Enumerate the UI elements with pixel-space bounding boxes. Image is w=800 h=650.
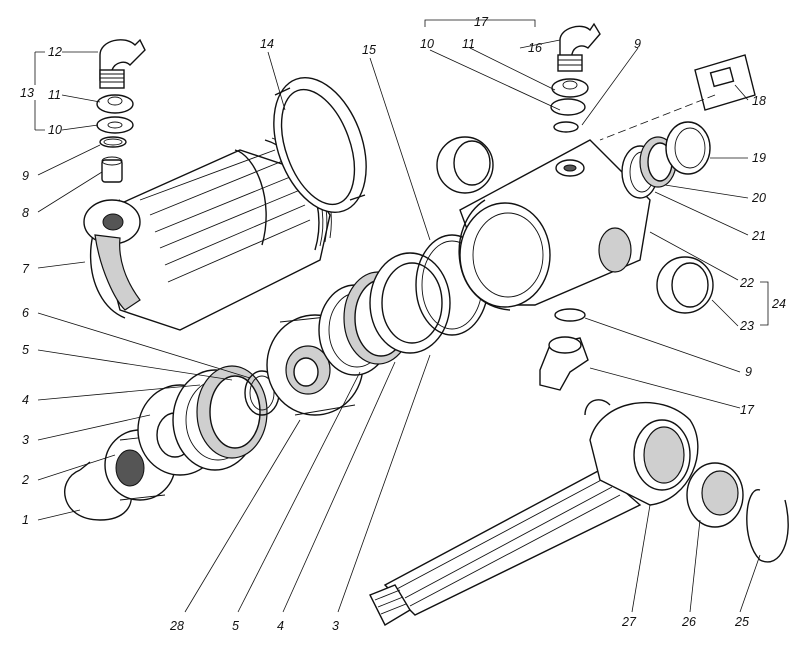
label-2: 2 xyxy=(21,473,29,487)
label-3: 3 xyxy=(22,433,29,447)
o-ring-9-right xyxy=(553,121,579,133)
label-20: 20 xyxy=(751,191,766,205)
label-26: 26 xyxy=(681,615,696,629)
label-28: 28 xyxy=(169,619,184,633)
label-21: 21 xyxy=(751,229,766,243)
piston-3-right xyxy=(369,252,451,354)
washer-10-right xyxy=(550,98,586,116)
plug-8 xyxy=(101,156,123,183)
washer-10-left xyxy=(96,116,134,134)
label-11-right: 11 xyxy=(462,37,475,51)
label-27: 27 xyxy=(621,615,637,629)
label-10-right: 10 xyxy=(420,37,434,51)
label-4-bottom: 4 xyxy=(277,619,284,633)
label-1: 1 xyxy=(22,513,29,527)
label-12: 12 xyxy=(48,45,62,59)
elbow-fitting-12 xyxy=(99,38,146,89)
label-18: 18 xyxy=(752,94,766,108)
label-8: 8 xyxy=(22,206,29,220)
snap-ring-25 xyxy=(746,489,789,563)
o-ring-9-lower xyxy=(554,308,586,322)
label-5: 5 xyxy=(22,343,29,357)
label-9-top-right: 9 xyxy=(634,37,641,51)
label-17-top: 17 xyxy=(474,15,489,29)
wiper-19 xyxy=(665,121,711,175)
label-5-bottom: 5 xyxy=(232,619,239,633)
elbow-fitting-16 xyxy=(557,22,601,72)
label-25: 25 xyxy=(734,615,749,629)
label-24: 24 xyxy=(771,297,786,311)
label-23: 23 xyxy=(739,319,754,333)
bushing-23 xyxy=(656,256,714,314)
locking-nut-14 xyxy=(273,76,367,214)
grease-nipple-18 xyxy=(599,54,756,141)
label-15: 15 xyxy=(362,43,376,57)
label-9-lower: 9 xyxy=(745,365,752,379)
label-14: 14 xyxy=(260,37,274,51)
label-7: 7 xyxy=(22,262,30,276)
bushing-23-top xyxy=(436,136,494,194)
o-ring-9-left xyxy=(99,136,127,148)
seal-5-left xyxy=(196,365,268,459)
label-13: 13 xyxy=(20,86,34,100)
elbow-fitting-17-lower xyxy=(539,336,589,391)
nut-11-right xyxy=(551,78,589,98)
label-19: 19 xyxy=(752,151,766,165)
label-16: 16 xyxy=(528,41,542,55)
spherical-bearing-26 xyxy=(686,462,744,528)
label-9: 9 xyxy=(22,169,29,183)
leader-lines xyxy=(34,19,769,613)
snap-ring-eye xyxy=(584,399,611,416)
label-22: 22 xyxy=(739,276,754,290)
part-labels: 12 13 11 10 9 8 7 14 15 6 5 4 3 2 1 28 5… xyxy=(20,15,786,633)
label-10: 10 xyxy=(48,123,62,137)
nut-11-left xyxy=(96,94,134,114)
label-17-lower: 17 xyxy=(740,403,755,417)
label-4: 4 xyxy=(22,393,29,407)
label-3-bottom: 3 xyxy=(332,619,339,633)
rod-eye-27 xyxy=(369,401,699,626)
cylinder-head-22 xyxy=(458,139,651,311)
label-11: 11 xyxy=(48,88,61,102)
label-6: 6 xyxy=(22,306,29,320)
